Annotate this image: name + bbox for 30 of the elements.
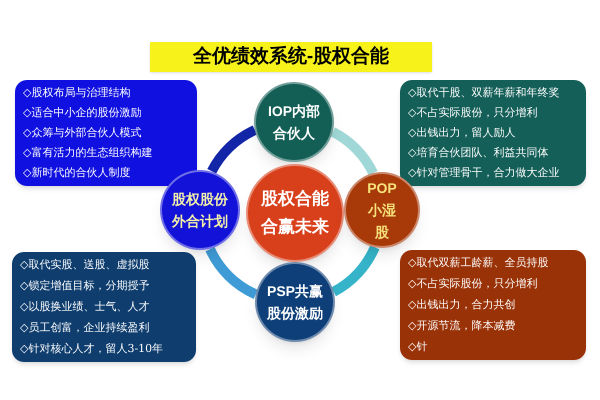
bullet-list-box xyxy=(15,80,197,186)
bullet-item: ◇适合中小企的股份激励 xyxy=(23,106,142,120)
title-banner: 全优绩效系统-股权合能 xyxy=(150,42,432,72)
bullet-list-box xyxy=(400,250,586,360)
circle-label: 股权股份外合计划 xyxy=(171,190,229,231)
bullet-item: ◇取代干股、双薪年薪和年终奖 xyxy=(408,86,560,100)
bullet-item: ◇开源节流，降本减费 xyxy=(408,319,516,333)
circle-label: PSP共赢股份激励 xyxy=(266,282,324,323)
bullet-item: ◇出钱出力，留人励人 xyxy=(408,126,516,140)
bullet-item: ◇针 xyxy=(408,340,428,354)
circle-label: 股权合能合赢未来 xyxy=(260,188,330,238)
bullet-list-box xyxy=(12,252,196,362)
circle-label: POP小湿股 xyxy=(366,179,398,242)
bullet-item: ◇培育合伙团队、利益共同体 xyxy=(408,146,550,160)
bullet-item: ◇取代双薪工龄薪、全员持股 xyxy=(408,256,550,270)
bullet-item: ◇新时代的合伙人制度 xyxy=(23,166,132,180)
bullet-item: ◇以股换业绩、士气、人才 xyxy=(20,300,150,314)
bullet-item: ◇取代实股、送股、虚拟股 xyxy=(20,258,150,272)
bullet-item: ◇众筹与外部合伙人模式 xyxy=(23,126,142,140)
bullet-item: ◇出钱出力，合力共创 xyxy=(408,298,516,312)
bullet-item: ◇不占实际股份，只分增利 xyxy=(408,106,538,120)
bullet-item: ◇不占实际股份，只分增利 xyxy=(408,277,538,291)
bullet-item: ◇针对管理骨干，合力做大企业 xyxy=(408,166,560,180)
bullet-item: ◇锁定增值目标，分期授予 xyxy=(20,279,150,293)
bullet-item: ◇富有活力的生态组织构建 xyxy=(23,146,154,160)
bullet-item: ◇员工创富，企业持续盈利 xyxy=(20,321,150,335)
circle-label: IOP内部合伙人 xyxy=(266,102,322,143)
bullet-list-box xyxy=(400,80,586,186)
bullet-item: ◇股权布局与治理结构 xyxy=(23,86,132,100)
bullet-item: ◇针对核心人才，留人3-10年 xyxy=(20,342,164,356)
